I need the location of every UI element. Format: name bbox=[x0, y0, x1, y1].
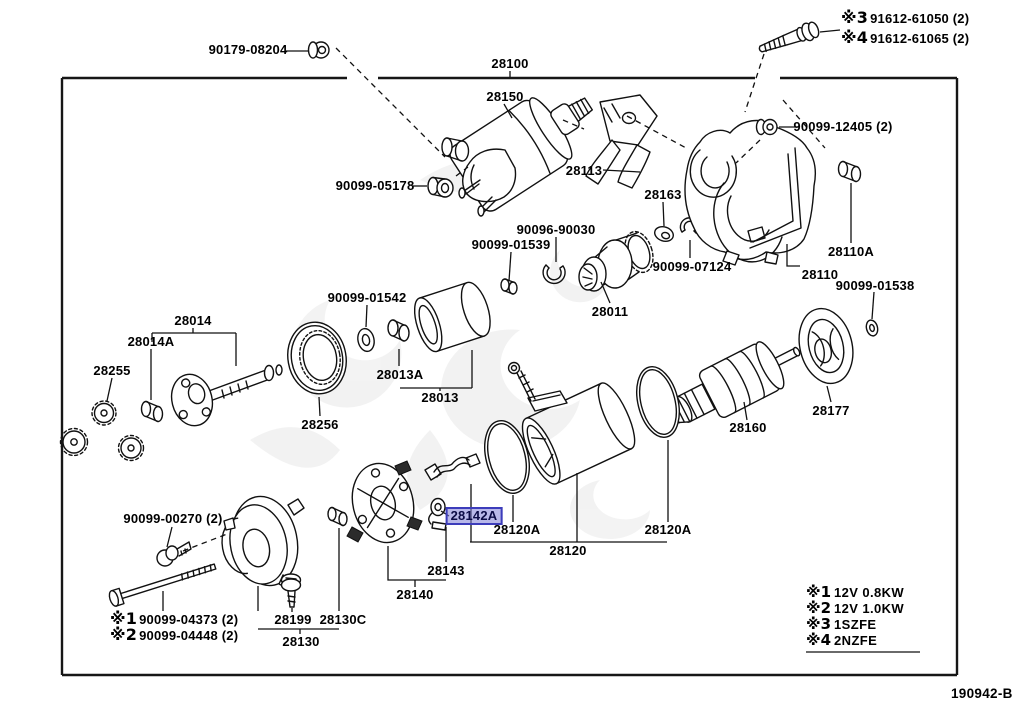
brush-holder-drawing-28140 bbox=[346, 460, 423, 544]
bushing-drawing-28013a bbox=[387, 319, 410, 342]
through-bolt-drawing bbox=[108, 563, 217, 607]
nut-drawing-90179 bbox=[307, 41, 330, 59]
part-label-28014[interactable]: 28014 bbox=[174, 313, 212, 328]
leader-lines bbox=[106, 29, 920, 653]
part-label-90099-01542[interactable]: 90099-01542 bbox=[327, 290, 407, 305]
ref-marker-3: ※3 bbox=[841, 8, 869, 27]
planet-carrier-drawing-28014 bbox=[170, 364, 283, 427]
yoke-drawing-28120 bbox=[507, 361, 636, 485]
part-label-28110a[interactable]: 28110A bbox=[827, 244, 875, 259]
drive-lever-drawing-28113 bbox=[585, 94, 658, 189]
end-cover-drawing-28130 bbox=[221, 495, 305, 590]
ref-marker-3: ※3 bbox=[806, 615, 832, 633]
part-label-90099-05178[interactable]: 90099-05178 bbox=[335, 178, 415, 193]
part-label-28110[interactable]: 28110 bbox=[801, 267, 839, 282]
part-label-28013a[interactable]: 28013A bbox=[376, 367, 424, 382]
part-label-28199[interactable]: 28199 bbox=[274, 612, 312, 627]
planet-gears-drawing-28255 bbox=[59, 400, 145, 462]
part-label-28130c[interactable]: 28130C bbox=[319, 612, 367, 627]
part-label-28011[interactable]: 28011 bbox=[591, 304, 629, 319]
starter-housing-drawing-28110 bbox=[684, 119, 816, 266]
part-label-28120a-left[interactable]: 28120A bbox=[493, 522, 541, 537]
magnet-switch-drawing-28150 bbox=[441, 97, 593, 217]
part-label-90096-90030[interactable]: 90096-90030 bbox=[516, 222, 596, 237]
part-label-28150[interactable]: 28150 bbox=[486, 89, 524, 104]
bushing-drawing-05178 bbox=[427, 176, 454, 198]
screw-drawing-00270 bbox=[156, 541, 192, 567]
ref-marker-2: ※2 bbox=[110, 625, 138, 644]
part-label-28256[interactable]: 28256 bbox=[301, 417, 339, 432]
part-label-90099-07124[interactable]: 90099-07124 bbox=[652, 259, 732, 274]
part-label-90179-08204[interactable]: 90179-08204 bbox=[208, 42, 288, 57]
part-label-28014a[interactable]: 28014A bbox=[127, 334, 175, 349]
bushing-drawing-28014a bbox=[140, 400, 164, 423]
part-label-28143[interactable]: 28143 bbox=[427, 563, 465, 578]
assembly-dashed-lines bbox=[182, 47, 826, 552]
end-plate-drawing-28177 bbox=[798, 307, 854, 385]
part-label-90099-01539[interactable]: 90099-01539 bbox=[471, 237, 551, 252]
part-label-28100[interactable]: 28100 bbox=[491, 56, 529, 71]
part-label-28113[interactable]: 28113 bbox=[565, 163, 603, 178]
diagram-border bbox=[60, 76, 959, 677]
nut-drawing-12405 bbox=[755, 118, 778, 136]
part-label-28177[interactable]: 28177 bbox=[812, 403, 850, 418]
screw-drawing-28199 bbox=[280, 573, 302, 608]
collar-drawing-01539 bbox=[500, 278, 518, 295]
o-ring-drawing-right bbox=[636, 366, 680, 438]
part-label-28130[interactable]: 28130 bbox=[282, 634, 320, 649]
ref-marker-1: ※1 bbox=[806, 583, 832, 601]
bushing-drawing-28130c bbox=[327, 506, 348, 527]
bolt-drawing-91612 bbox=[758, 21, 820, 53]
o-ring-drawing-left bbox=[484, 420, 530, 494]
brush-lead-drawing bbox=[424, 453, 481, 531]
part-label-90099-01538[interactable]: 90099-01538 bbox=[835, 278, 915, 293]
part-label-28120a-right[interactable]: 28120A bbox=[644, 522, 692, 537]
starter-clutch-drawing-28011 bbox=[578, 230, 654, 292]
washer-drawing-01542 bbox=[357, 327, 375, 353]
snap-ring-drawing-90030 bbox=[542, 264, 566, 285]
center-bearing-drawing-28013 bbox=[413, 281, 491, 353]
part-label-28160[interactable]: 28160 bbox=[729, 420, 767, 435]
washer-drawing-01538 bbox=[865, 319, 879, 337]
part-label-28255[interactable]: 28255 bbox=[93, 363, 131, 378]
part-label-28013[interactable]: 28013 bbox=[421, 390, 459, 405]
bushing-drawing-28110a bbox=[837, 160, 862, 183]
internal-gear-drawing-28256 bbox=[287, 321, 347, 395]
part-label-28120[interactable]: 28120 bbox=[549, 543, 587, 558]
ref-marker-1: ※1 bbox=[110, 609, 138, 628]
part-label-90099-00270[interactable]: 90099-00270 (2) bbox=[123, 511, 223, 526]
ref-marker-4: ※4 bbox=[806, 631, 832, 649]
part-label-28163[interactable]: 28163 bbox=[644, 187, 682, 202]
ref-marker-4: ※4 bbox=[841, 28, 869, 47]
part-label-28142a-highlighted[interactable]: 28142A bbox=[445, 507, 503, 525]
part-label-28140[interactable]: 28140 bbox=[396, 587, 434, 602]
part-label-90099-12405[interactable]: 90099-12405 (2) bbox=[793, 119, 893, 134]
figure-code: 190942-B bbox=[951, 686, 1013, 701]
grommet-drawing-28163 bbox=[654, 226, 674, 242]
ref-marker-2: ※2 bbox=[806, 599, 832, 617]
